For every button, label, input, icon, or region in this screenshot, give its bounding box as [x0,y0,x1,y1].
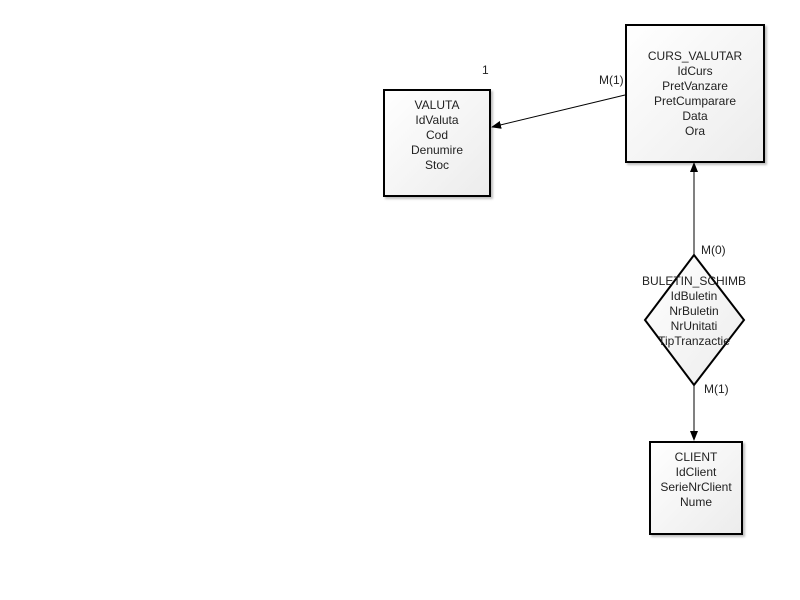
entity-attribute: IdClient [675,465,717,479]
relationship-text: BULETIN_SCHIMB IdBuletin NrBuletin NrUni… [634,274,754,349]
entity-valuta[interactable]: VALUTA IdValuta Cod Denumire Stoc [383,89,491,197]
entity-attribute: Data [682,109,708,123]
entity-attribute: Denumire [410,143,464,157]
relationship-attribute: IdBuletin [670,289,718,303]
cardinality-label-curs-valuta: M(1) [599,73,624,87]
entity-client[interactable]: CLIENT IdClient SerieNrClient Nume [649,441,743,535]
entity-title: CLIENT [674,450,718,464]
entity-attribute: IdCurs [677,64,713,78]
cardinality-label-buletin-client: M(1) [704,382,729,396]
relationship-attribute: TipTranzactie [658,334,730,348]
entity-attribute: Ora [684,124,705,138]
entity-attribute: PretVanzare [662,79,728,93]
entity-attribute: Nume [679,495,712,509]
entity-title: CURS_VALUTAR [647,49,743,63]
cardinality-label-valuta: 1 [482,63,489,77]
entity-attribute: Cod [425,128,448,142]
entity-attribute: Stoc [424,158,449,172]
relationship-title: BULETIN_SCHIMB [641,274,747,288]
relationship-attribute: NrUnitati [670,319,718,333]
entity-attribute: IdValuta [415,113,459,127]
entity-curs-valutar[interactable]: CURS_VALUTAR IdCurs PretVanzare PretCump… [625,24,765,163]
entity-attribute: SerieNrClient [660,480,732,494]
entity-attribute: PretCumparare [653,94,737,108]
cardinality-label-curs-buletin: M(0) [701,243,726,257]
entity-title: VALUTA [414,98,460,112]
relationship-diamond[interactable] [643,253,746,387]
connector-curs-to-valuta[interactable] [491,94,626,129]
relationship-attribute: NrBuletin [669,304,719,318]
